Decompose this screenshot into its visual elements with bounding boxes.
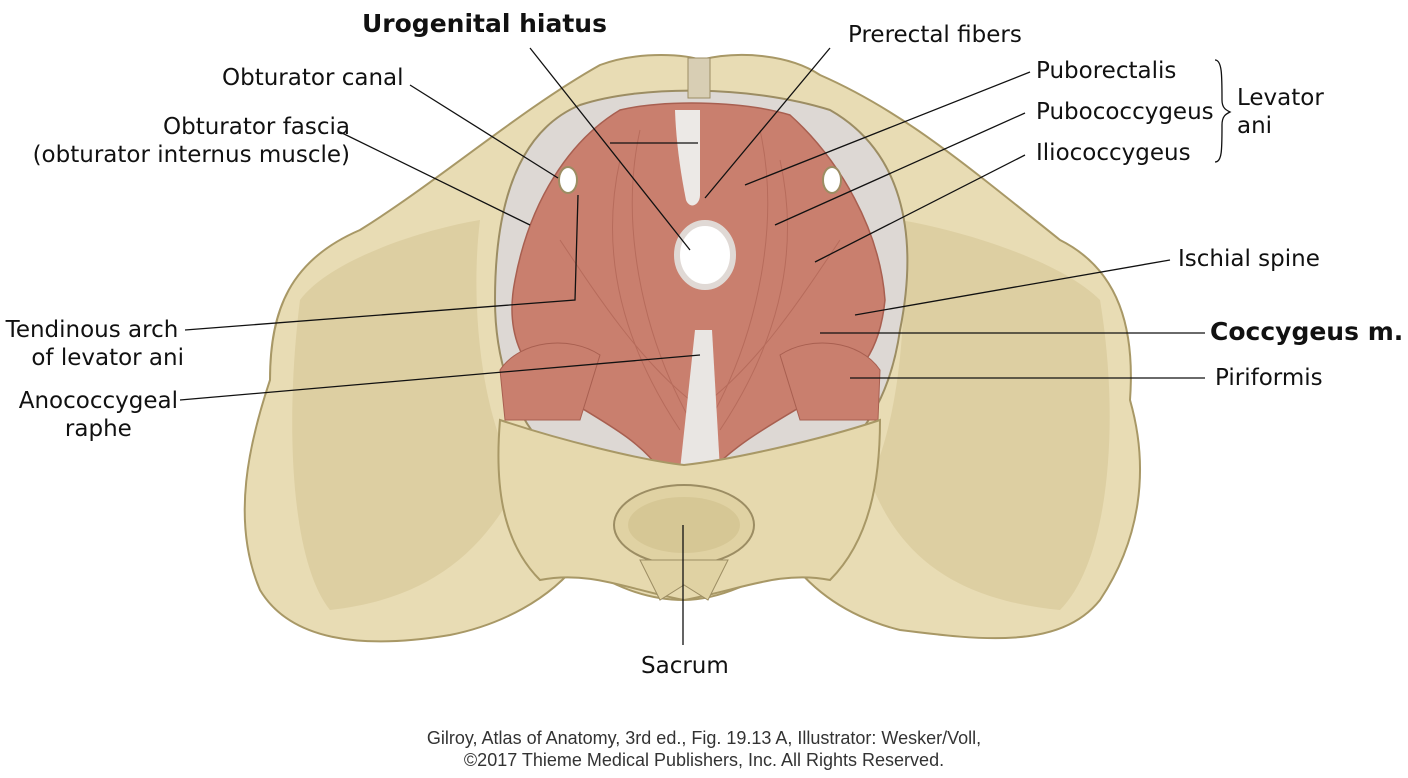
label-levator-ani-line1: Levator xyxy=(1237,85,1324,111)
rectal-hiatus xyxy=(674,220,736,290)
piriformis-right xyxy=(779,342,881,421)
label-obturator-fascia-line2: (obturator internus muscle) xyxy=(32,142,350,168)
obturator-canal-right xyxy=(822,166,842,194)
urogenital-hiatus-gap xyxy=(675,110,700,206)
label-pubococcygeus: Pubococcygeus xyxy=(1036,99,1214,125)
leader-lines xyxy=(179,47,1232,645)
label-levator-ani: Levator ani xyxy=(1237,84,1324,140)
levator-ani-brace xyxy=(1214,59,1232,163)
label-obturator-canal: Obturator canal xyxy=(222,65,404,91)
credit-line2: ©2017 Thieme Medical Publishers, Inc. Al… xyxy=(463,750,945,770)
label-prerectal-fibers: Prerectal fibers xyxy=(848,22,1022,48)
sacral-vertebra-process xyxy=(639,559,729,601)
label-anococcygeal-line2: raphe xyxy=(64,416,132,442)
label-anococcygeal-line1: Anococcygeal xyxy=(18,388,178,414)
piriformis-left xyxy=(499,342,601,421)
label-tendinous-arch-line2: of levator ani xyxy=(31,345,184,371)
obturator-canal-left xyxy=(558,166,578,194)
label-puborectalis: Puborectalis xyxy=(1036,58,1177,84)
label-iliococcygeus: Iliococcygeus xyxy=(1036,140,1191,166)
anococcygeal-raphe xyxy=(680,330,720,470)
figure-credit: Gilroy, Atlas of Anatomy, 3rd ed., Fig. … xyxy=(0,727,1408,771)
label-obturator-fascia-line1: Obturator fascia xyxy=(162,114,350,140)
label-obturator-fascia: Obturator fascia (obturator internus mus… xyxy=(33,113,350,169)
label-tendinous-arch: Tendinous arch of levator ani xyxy=(0,316,184,372)
label-coccygeus: Coccygeus m. xyxy=(1210,317,1404,346)
label-piriformis: Piriformis xyxy=(1215,365,1323,391)
label-anococcygeal-raphe: Anococcygeal raphe xyxy=(19,387,178,443)
label-sacrum: Sacrum xyxy=(641,653,729,679)
pubic-symphysis xyxy=(687,57,711,99)
credit-line1: Gilroy, Atlas of Anatomy, 3rd ed., Fig. … xyxy=(426,728,982,748)
label-ischial-spine: Ischial spine xyxy=(1178,246,1320,272)
muscle-fibers xyxy=(559,129,841,431)
label-levator-ani-line2: ani xyxy=(1237,113,1273,139)
label-tendinous-arch-line1: Tendinous arch xyxy=(5,317,179,343)
label-urogenital-hiatus: Urogenital hiatus xyxy=(362,9,607,38)
